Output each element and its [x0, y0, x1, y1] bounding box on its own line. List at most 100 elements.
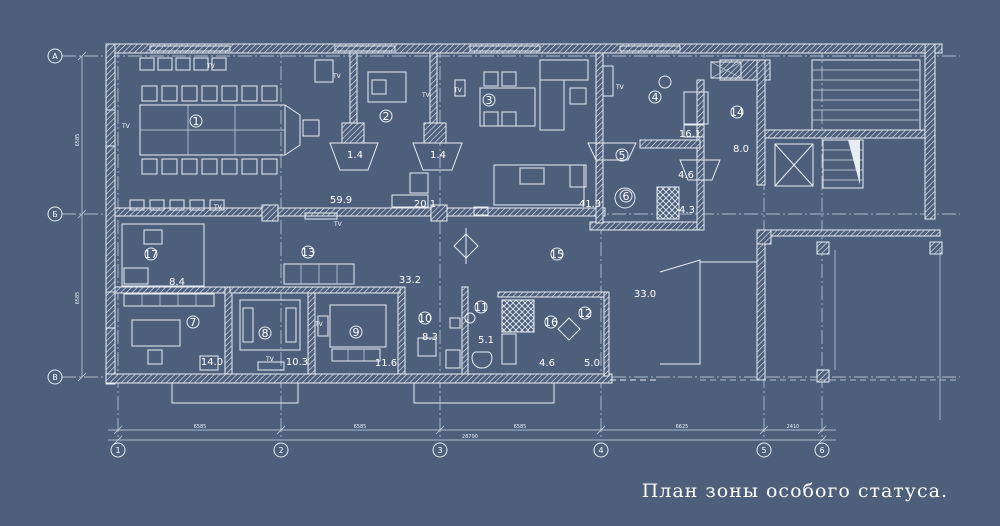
tv-label: TV	[314, 321, 324, 328]
svg-text:8.4: 8.4	[169, 277, 185, 288]
svg-text:10: 10	[418, 312, 432, 325]
tv-label: TV	[421, 92, 431, 99]
svg-text:4: 4	[652, 91, 659, 104]
svg-text:4.3: 4.3	[679, 205, 695, 216]
svg-text:14: 14	[730, 106, 744, 119]
room-3-furniture	[454, 59, 589, 206]
svg-text:12: 12	[578, 307, 592, 320]
tv-label: TV	[265, 356, 275, 363]
dim-bottom-4: 6625	[676, 424, 689, 430]
vestibule-area-2: 1.4	[430, 150, 446, 161]
svg-text:10.3: 10.3	[286, 357, 308, 368]
dim-bottom-1: 6585	[194, 424, 207, 430]
svg-text:16: 16	[544, 316, 558, 329]
room-4-label: 4 16.1	[648, 90, 701, 140]
room-9-label: 9 11.6	[349, 325, 397, 369]
tv-markers: TV TV TV TV TV TV TV TV TV TV	[121, 63, 625, 363]
columns	[261, 122, 943, 383]
axis-row-a: A	[52, 52, 58, 61]
room-10-label: 10 8.3	[418, 311, 438, 343]
svg-text:11: 11	[474, 301, 488, 314]
room-labels: 1 59.9 2 20.1 3 41.3 4 16.1 5 4.6 6 4.3	[144, 90, 749, 369]
interior-walls	[114, 43, 941, 381]
svg-text:8.0: 8.0	[733, 144, 749, 155]
room-15-label: 15 33.0	[550, 247, 656, 300]
svg-text:5.1: 5.1	[478, 335, 494, 346]
svg-text:33.0: 33.0	[634, 289, 656, 300]
tv-label: TV	[333, 221, 343, 228]
svg-text:59.9: 59.9	[330, 195, 352, 206]
room-13-label: 13 33.2	[301, 245, 421, 286]
tv-label: TV	[615, 84, 625, 91]
room-12-label: 12 5.0	[578, 306, 600, 369]
tv-label: TV	[121, 123, 131, 130]
room-2-furniture	[367, 71, 429, 208]
svg-text:13: 13	[301, 246, 315, 259]
svg-text:8.3: 8.3	[422, 332, 438, 343]
svg-text:6: 6	[623, 190, 630, 203]
room-5-label: 5 4.6	[615, 148, 694, 181]
vestibule-area-1: 1.4	[347, 150, 363, 161]
dim-left-1: 6585	[75, 134, 81, 147]
axis-col-1: 1	[115, 446, 120, 455]
room-8-label: 8 10.3	[258, 326, 308, 368]
room-6-label: 6 4.3	[619, 189, 695, 216]
dim-bottom-3: 6585	[514, 424, 527, 430]
svg-text:1: 1	[193, 115, 200, 128]
room-7-label: 7 14.0	[186, 315, 223, 368]
room-3-label: 3 41.3	[482, 93, 601, 210]
room-8-furniture	[239, 299, 301, 371]
tv-label: TV	[332, 73, 342, 80]
svg-text:9: 9	[353, 326, 360, 339]
room-1-label: 1 59.9	[189, 114, 352, 206]
svg-text:17: 17	[144, 248, 158, 261]
staircase	[710, 59, 921, 189]
svg-text:4.6: 4.6	[678, 170, 694, 181]
room-9-furniture	[317, 304, 387, 362]
svg-text:8: 8	[262, 327, 269, 340]
svg-text:3: 3	[486, 94, 493, 107]
svg-text:2: 2	[383, 110, 390, 123]
axis-col-4: 4	[598, 446, 603, 455]
vestibules: 1.4 1.4	[329, 142, 721, 181]
svg-text:11.6: 11.6	[375, 358, 397, 369]
svg-text:33.2: 33.2	[399, 275, 421, 286]
axis-col-6: 6	[819, 446, 824, 455]
column-axis-markers: 1 2 3 4 5 6	[110, 442, 830, 458]
svg-text:20.1: 20.1	[414, 199, 436, 210]
svg-text:15: 15	[550, 248, 564, 261]
axis-col-3: 3	[437, 446, 442, 455]
svg-text:5: 5	[619, 149, 626, 162]
dim-total: 28790	[462, 434, 478, 440]
bottom-dimensions: 6585 6585 6585 6625 2410 28790	[108, 424, 836, 445]
dim-left-2: 6585	[75, 292, 81, 305]
room-10-16-furniture	[417, 299, 581, 369]
axis-row-b: Б	[52, 210, 58, 219]
svg-text:16.1: 16.1	[679, 129, 701, 140]
room-7-furniture	[123, 293, 219, 371]
svg-text:41.3: 41.3	[579, 199, 601, 210]
tv-label: TV	[206, 63, 216, 70]
dim-bottom-5: 2410	[787, 424, 800, 430]
room-17-furniture	[121, 223, 205, 287]
svg-text:4.6: 4.6	[539, 358, 555, 369]
room-2-label: 2 20.1	[379, 109, 436, 210]
plan-caption: План зоны особого статуса.	[641, 480, 948, 502]
room-14-label: 14 8.0	[730, 105, 749, 155]
svg-text:14.0: 14.0	[201, 357, 223, 368]
svg-text:7: 7	[190, 316, 197, 329]
axis-col-5: 5	[761, 446, 766, 455]
left-dimensions: 6585 6585	[75, 51, 87, 382]
room-1-furniture	[129, 57, 334, 211]
outer-walls	[105, 43, 943, 404]
room-4-6-furniture	[602, 65, 709, 220]
svg-text:5.0: 5.0	[584, 358, 600, 369]
tv-label: TV	[213, 204, 223, 211]
room-11-label: 11 5.1	[474, 300, 494, 346]
room-16-label: 16 4.6	[539, 315, 558, 369]
axis-col-2: 2	[278, 446, 283, 455]
room-13-furniture	[283, 212, 355, 285]
axis-row-v: В	[52, 373, 58, 382]
room-17-label: 17 8.4	[144, 247, 185, 288]
